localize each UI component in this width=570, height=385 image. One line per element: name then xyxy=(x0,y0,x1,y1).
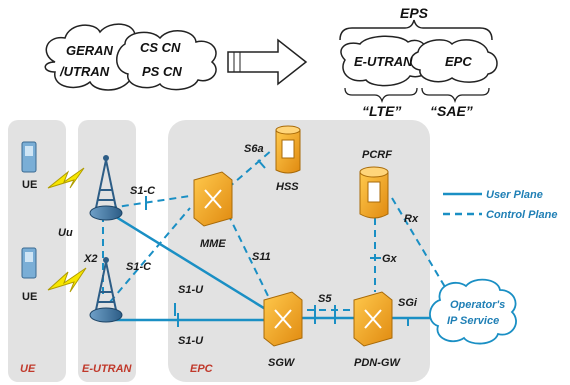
x2-label: X2 xyxy=(83,253,97,265)
operator-label-line2: IP Service xyxy=(447,315,499,327)
legacy-network-cloud: GERAN /UTRAN CS CN PS CN xyxy=(44,23,217,91)
ue-region xyxy=(8,120,66,382)
radio-link-icon-2 xyxy=(47,267,87,293)
rx-label: Rx xyxy=(404,213,419,225)
utran-label: /UTRAN xyxy=(59,64,110,79)
s11-label: S11 xyxy=(252,251,271,263)
mme-label: MME xyxy=(200,238,226,250)
pcrf-label: PCRF xyxy=(362,149,392,161)
lte-brace xyxy=(344,87,418,104)
s6a-label: S6a xyxy=(244,143,264,155)
uu-label: Uu xyxy=(58,227,73,239)
sgw-label: SGW xyxy=(268,357,296,369)
legend: User Plane Control Plane xyxy=(443,189,558,221)
pcrf-node: PCRF xyxy=(359,149,392,219)
lte-label: “LTE” xyxy=(362,103,401,119)
legend-user-plane-label: User Plane xyxy=(486,189,543,201)
cs-cn-label: CS CN xyxy=(140,40,181,55)
evolution-arrow-icon xyxy=(227,38,308,86)
s5-label: S5 xyxy=(318,293,332,305)
epc-cloud-label: EPC xyxy=(445,54,472,69)
s1c-top-label: S1-C xyxy=(130,185,156,197)
eps-brace xyxy=(339,19,493,41)
operator-label-line1: Operator's xyxy=(450,299,505,311)
ps-cn-label: PS CN xyxy=(142,64,182,79)
hss-label: HSS xyxy=(276,181,299,193)
s1u-top-label: S1-U xyxy=(178,284,204,296)
pdn-gw-node: PDN-GW xyxy=(353,291,401,369)
epc-region-label: EPC xyxy=(190,363,214,375)
sae-brace xyxy=(421,87,490,104)
ue-device-1: UE xyxy=(21,141,37,191)
eutran-region-label: E-UTRAN xyxy=(82,363,133,375)
eutran-cloud-label: E-UTRAN xyxy=(354,54,413,69)
ue-region-label: UE xyxy=(20,363,36,375)
enodeb-tower-1 xyxy=(89,155,123,221)
ue-2-label: UE xyxy=(22,291,37,303)
geran-label: GERAN xyxy=(66,43,114,58)
s1u-top-link xyxy=(107,210,281,320)
mme-node: MME xyxy=(193,171,233,250)
legend-control-plane-label: Control Plane xyxy=(486,209,558,221)
sae-label: “SAE” xyxy=(430,103,473,119)
eps-label: EPS xyxy=(400,5,429,21)
eps-cloud: E-UTRAN EPC xyxy=(340,35,498,87)
hss-node: HSS xyxy=(275,125,301,193)
ue-1-label: UE xyxy=(22,179,37,191)
interface-ticks xyxy=(145,159,409,327)
control-plane-links xyxy=(102,149,449,311)
radio-link-icon-1 xyxy=(47,167,85,189)
gx-label: Gx xyxy=(382,253,398,265)
s1c-bottom-label: S1-C xyxy=(126,261,152,273)
s1u-bottom-label: S1-U xyxy=(178,335,204,347)
ue-device-2: UE xyxy=(21,247,37,303)
sgi-label: SGi xyxy=(398,297,418,309)
enodeb-tower-2 xyxy=(89,257,123,323)
pdn-gw-label: PDN-GW xyxy=(354,357,401,369)
operator-ip-service-cloud: Operator's IP Service xyxy=(429,278,517,345)
sgw-node: SGW xyxy=(263,291,303,369)
